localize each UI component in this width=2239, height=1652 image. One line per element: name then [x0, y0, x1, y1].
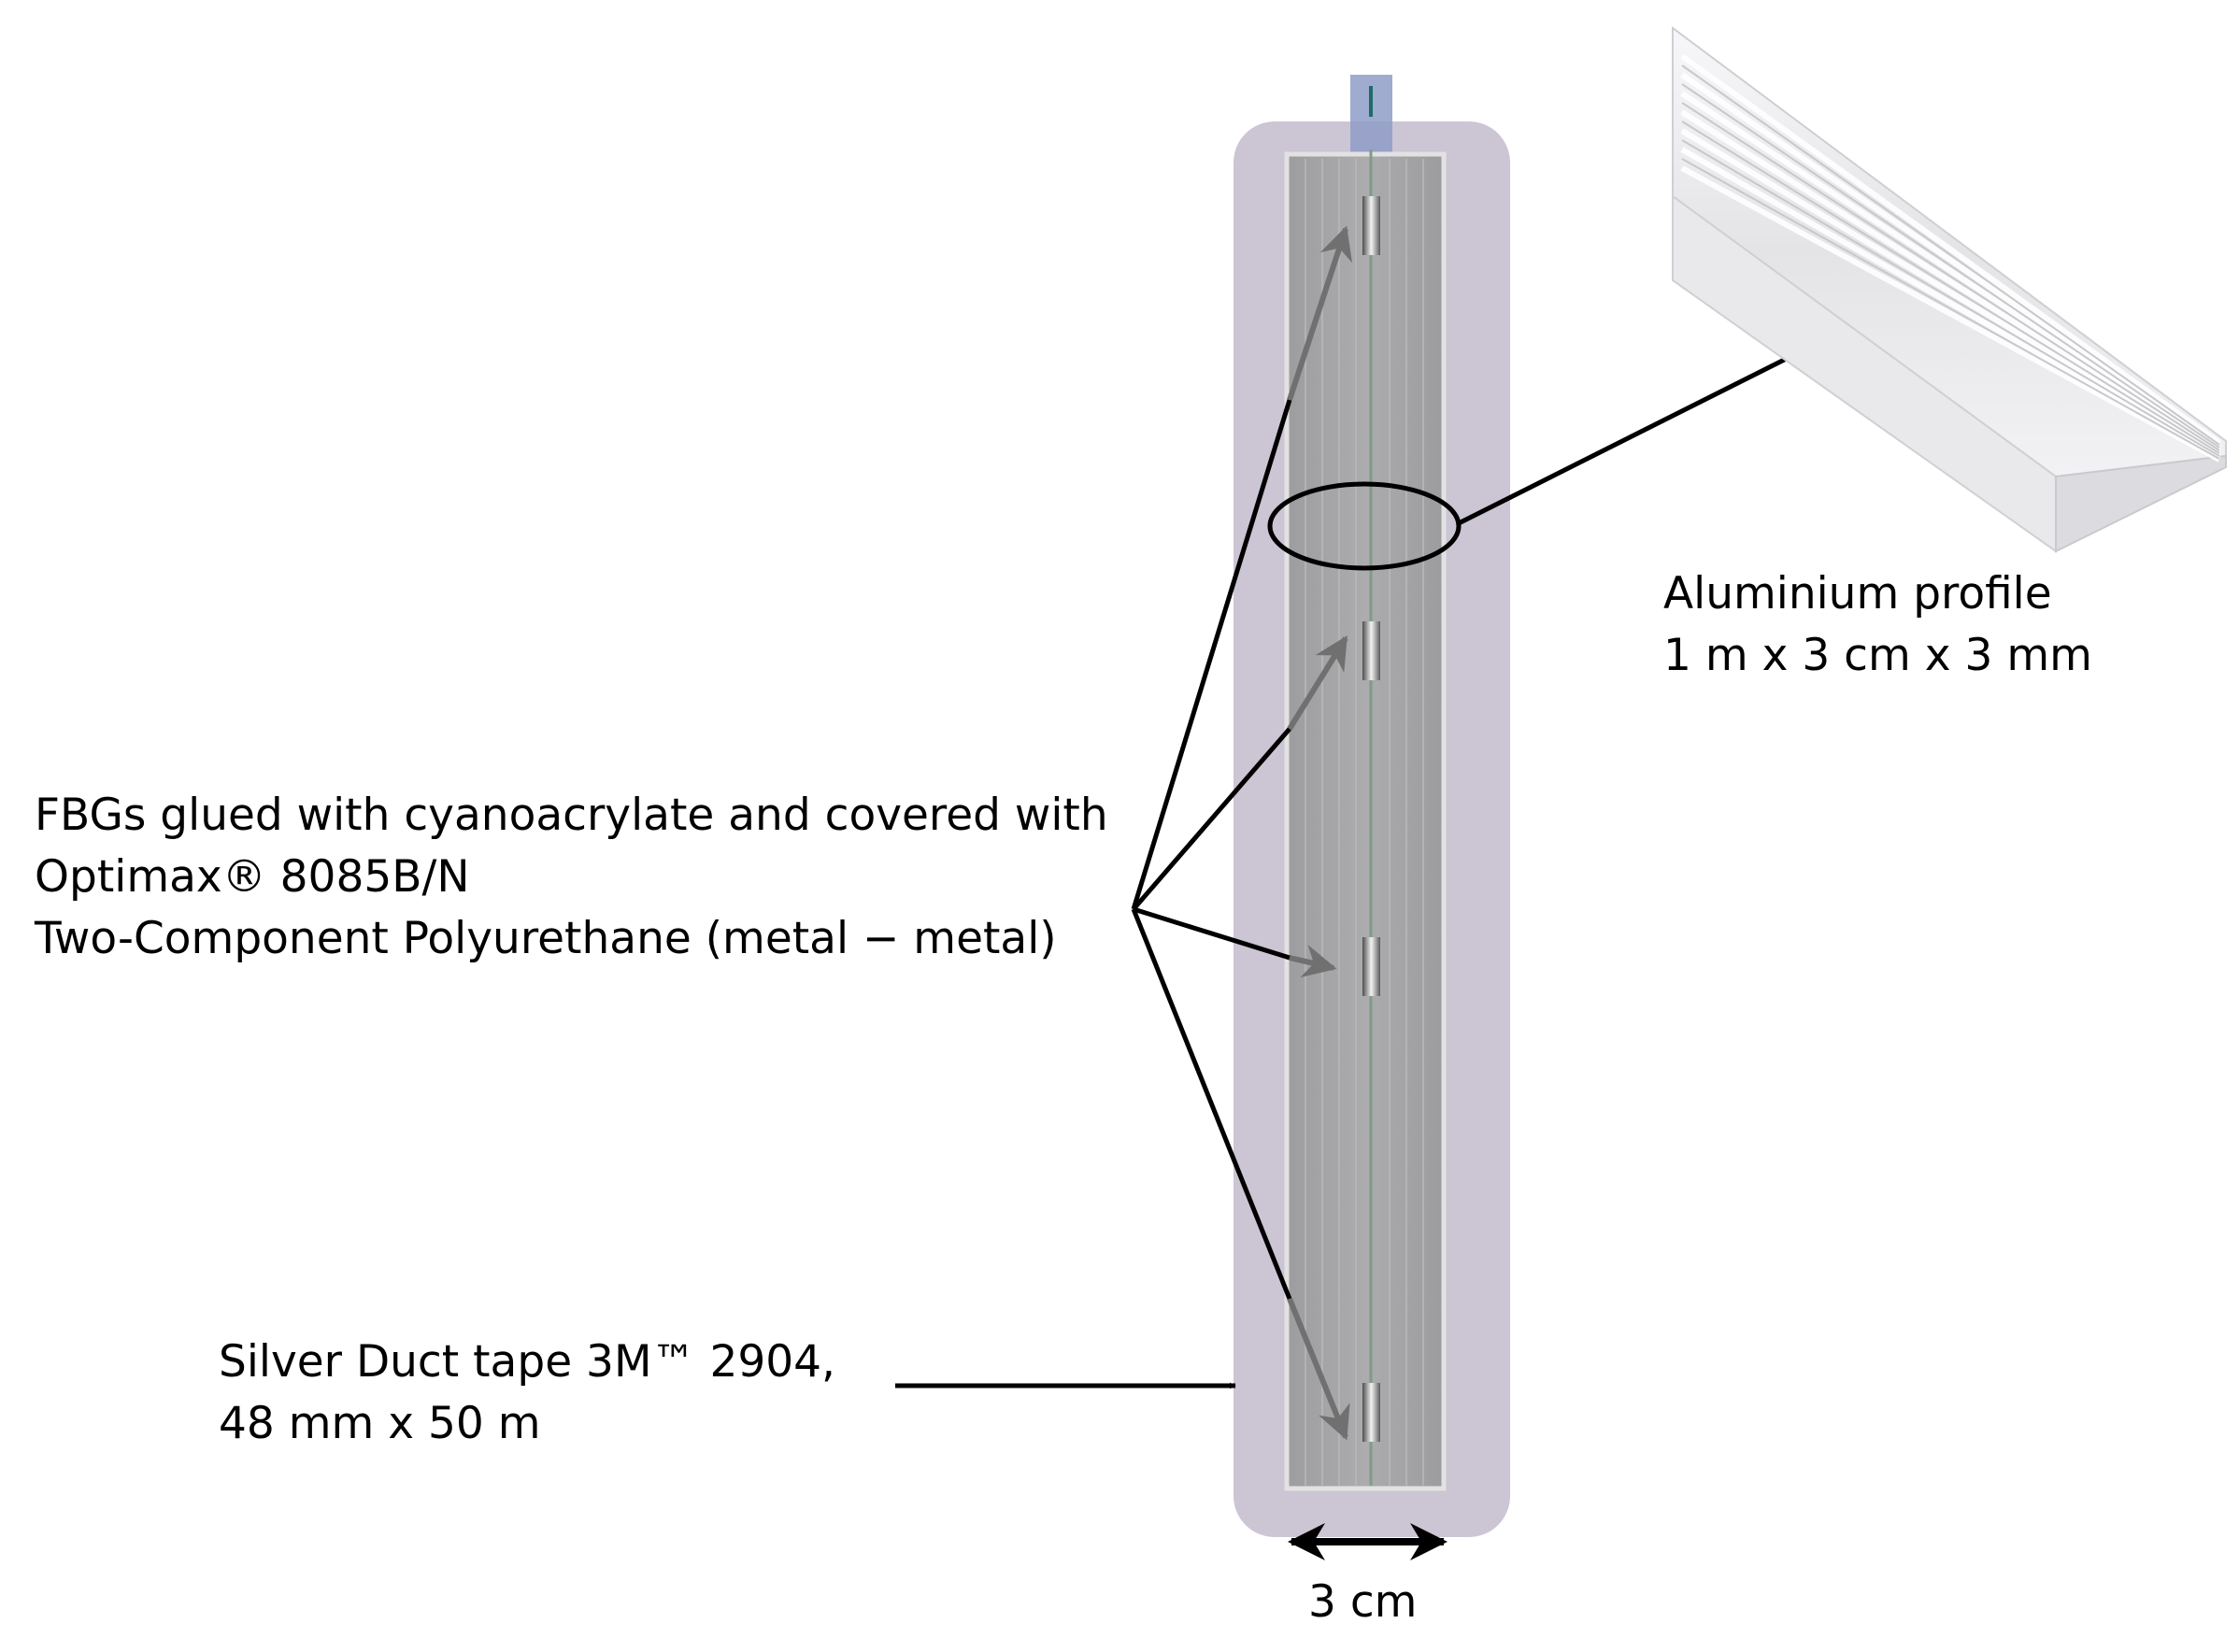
aluminium-profile-inset — [1672, 26, 2227, 553]
fbg-sensor-icon — [1362, 196, 1380, 255]
fbg-label-line3: Two-Component Polyurethane (metal − meta… — [35, 913, 1057, 964]
fbg-pointer-lines — [1131, 399, 1292, 1300]
cross-section-ellipse — [1267, 481, 1462, 571]
duct-tape-label: Silver Duct tape 3M™ 2904, 48 mm x 50 m — [219, 1332, 835, 1455]
fbg-label-line1: FBGs glued with cyanoacrylate and covere… — [35, 790, 1108, 841]
width-label: 3 cm — [1308, 1576, 1418, 1628]
fbg-sensor-icon — [1362, 937, 1380, 996]
fiber-connector-icon — [1350, 75, 1392, 153]
fbg-label: FBGs glued with cyanoacrylate and covere… — [35, 785, 1108, 970]
fbg-label-line2: Optimax® 8085B/N — [35, 851, 470, 903]
fbg-inner-arrows — [1287, 225, 1353, 1441]
fbg-sensor-icon — [1362, 1383, 1380, 1442]
profile-pointer-arrow — [1457, 332, 1836, 526]
duct-tape-label-line2: 48 mm x 50 m — [219, 1398, 541, 1449]
aluminium-profile-label-line1: Aluminium profile — [1663, 568, 2052, 620]
aluminium-profile — [1284, 151, 1447, 1491]
duct-tape-label-line1: Silver Duct tape 3M™ 2904, — [219, 1336, 835, 1388]
aluminium-profile-label: Aluminium profile 1 m x 3 cm x 3 mm — [1663, 563, 2092, 687]
fbg-sensor-icon — [1362, 621, 1380, 680]
aluminium-profile-label-line2: 1 m x 3 cm x 3 mm — [1663, 630, 2092, 681]
